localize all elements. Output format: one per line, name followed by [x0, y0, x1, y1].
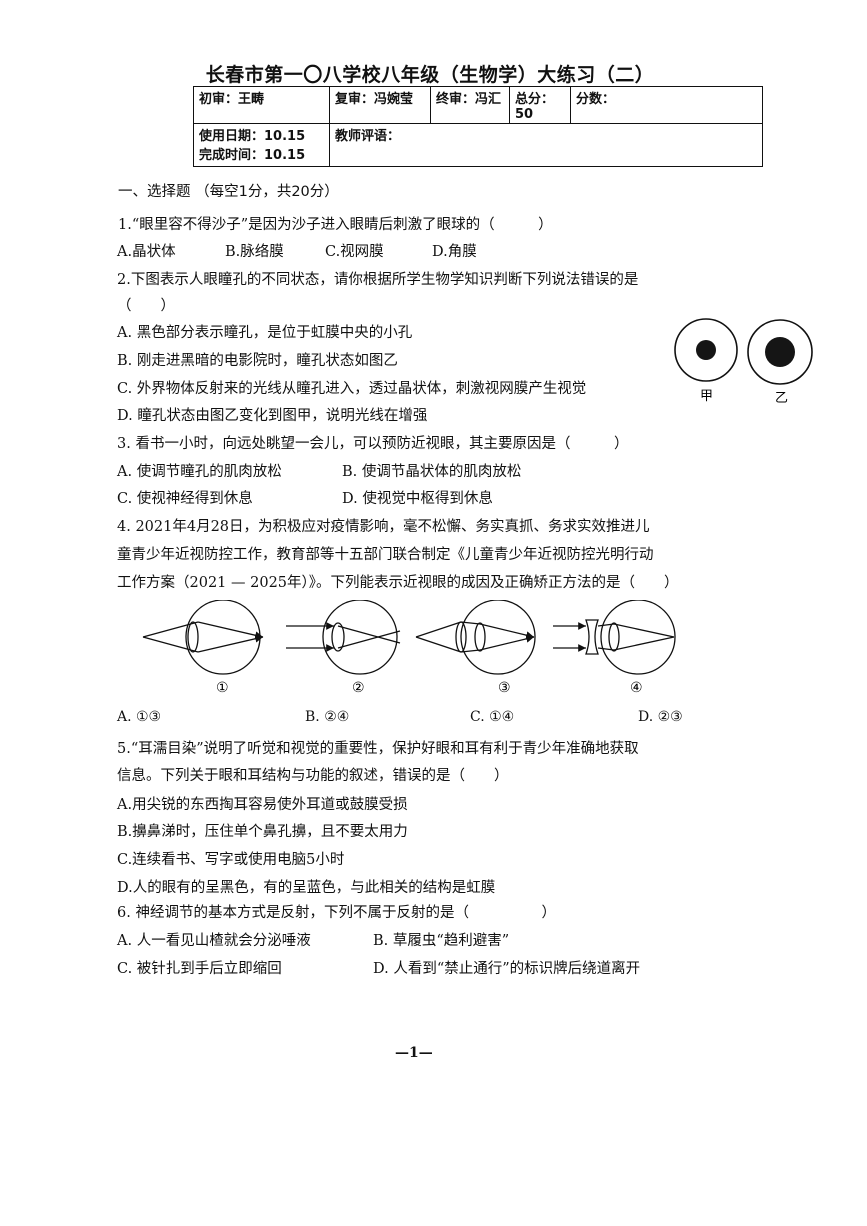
eye-yi-outline	[747, 319, 813, 385]
pupil-jia	[696, 340, 716, 360]
page-title: 长春市第一〇八学校八年级（生物学）大练习（二）	[205, 64, 655, 86]
diagram-label-3: ③	[498, 680, 511, 696]
q6-option-c: C. 被针扎到手后立即缩回	[117, 961, 282, 977]
label-jia: 甲	[700, 389, 713, 404]
q4-option-d: D. ②③	[638, 709, 683, 725]
use-date: 使用日期：10.15	[199, 129, 306, 144]
q2-option-c: C. 外界物体反射来的光线从瞳孔进入，透过晶状体，刺激视网膜产生视觉	[117, 381, 587, 397]
diagram-4	[553, 600, 676, 675]
q3-option-a: A. 使调节瞳孔的肌肉放松	[117, 464, 282, 480]
q4-option-a: A. ①③	[117, 709, 162, 725]
q1-option-b: B.脉络膜	[225, 244, 284, 260]
q6-stem: 6. 神经调节的基本方式是反射，下列不属于反射的是（ ）	[117, 905, 556, 921]
diagram-2	[286, 600, 401, 675]
eye-jia-outline	[674, 318, 738, 382]
q2-stem-paren: （ ）	[117, 298, 175, 314]
q2-option-a: A. 黑色部分表示瞳孔，是位于虹膜中央的小孔	[117, 325, 413, 341]
q1-option-c: C.视网膜	[325, 244, 384, 260]
q1-option-d: D.角膜	[432, 244, 477, 260]
q3-option-c: C. 使视神经得到休息	[117, 491, 253, 507]
pupil-figure: 甲 乙	[674, 318, 813, 406]
q4-option-c: C. ①④	[470, 709, 515, 725]
diagram-label-2: ②	[352, 680, 365, 696]
diagram-label-1: ①	[216, 680, 229, 696]
dates-cell: 使用日期：10.15 完成时间：10.15	[193, 123, 330, 167]
q2-stem: 2.下图表示人眼瞳孔的不同状态，请你根据所学生物学知识判断下列说法错误的是	[117, 272, 639, 288]
q3-option-d: D. 使视觉中枢得到休息	[342, 491, 493, 507]
q2-option-b: B. 刚走进黑暗的电影院时，瞳孔状态如图乙	[117, 353, 398, 369]
diagram-1	[142, 600, 264, 675]
q5-option-a: A.用尖锐的东西掏耳容易使外耳道或鼓膜受损	[117, 797, 408, 813]
q1-stem: 1.“眼里容不得沙子”是因为沙子进入眼睛后刺激了眼球的（ ）	[118, 217, 553, 233]
q5-stem-line-2: 信息。下列关于眼和耳结构与功能的叙述，错误的是（ ）	[117, 768, 509, 784]
header-table: 初审：王畴 复审：冯婉莹 终审：冯汇 总分：50 分数： 使用日期：10.15 …	[193, 86, 763, 167]
section-heading: 一、选择题 （每空1分，共20分）	[118, 184, 339, 200]
diagram-label-4: ④	[630, 680, 643, 696]
q5-stem-line-1: 5.“耳濡目染”说明了听觉和视觉的重要性，保护好眼和耳有利于青少年准确地获取	[117, 741, 639, 757]
q3-option-b: B. 使调节晶状体的肌肉放松	[342, 464, 522, 480]
finish-time: 完成时间：10.15	[199, 148, 306, 163]
q6-option-d: D. 人看到“禁止通行”的标识牌后绕道离开	[373, 961, 641, 977]
q4-option-b: B. ②④	[305, 709, 350, 725]
score-cell: 分数：	[570, 86, 763, 124]
q5-option-d: D.人的眼有的呈黑色，有的呈蓝色，与此相关的结构是虹膜	[117, 880, 496, 896]
teacher-comment-cell: 教师评语：	[329, 123, 763, 167]
diagram-3	[415, 600, 536, 675]
q1-option-a: A.晶状体	[117, 244, 176, 260]
q5-option-b: B.擤鼻涕时，压住单个鼻孔擤，且不要太用力	[117, 824, 408, 840]
q3-stem: 3. 看书一小时，向远处眺望一会儿，可以预防近视眼，其主要原因是（ ）	[117, 436, 629, 452]
q6-option-a: A. 人一看见山楂就会分泌唾液	[117, 933, 311, 949]
first-review-cell: 初审：王畴	[193, 86, 330, 124]
q5-option-c: C.连续看书、写字或使用电脑5小时	[117, 852, 345, 868]
q4-stem-line-3: 工作方案（2021 — 2025年）》。下列能表示近视眼的成因及正确矫正方法的是…	[117, 575, 679, 591]
eye-diagrams-figure: ① ② ③ ④	[142, 600, 676, 696]
final-review-cell: 终审：冯汇	[430, 86, 510, 124]
q4-stem-line-2: 童青少年近视防控工作，教育部等十五部门联合制定《儿童青少年近视防控光明行动	[117, 547, 654, 563]
second-review-cell: 复审：冯婉莹	[329, 86, 431, 124]
total-cell: 总分：50	[509, 86, 571, 124]
page-number: —1—	[395, 1045, 433, 1061]
pupil-yi	[765, 337, 795, 367]
label-yi: 乙	[775, 391, 788, 406]
q6-option-b: B. 草履虫“趋利避害”	[373, 933, 510, 949]
q2-option-d: D. 瞳孔状态由图乙变化到图甲，说明光线在增强	[117, 408, 428, 424]
q4-stem-line-1: 4. 2021年4月28日，为积极应对疫情影响，毫不松懈、务实真抓、务求实效推进…	[117, 519, 650, 535]
